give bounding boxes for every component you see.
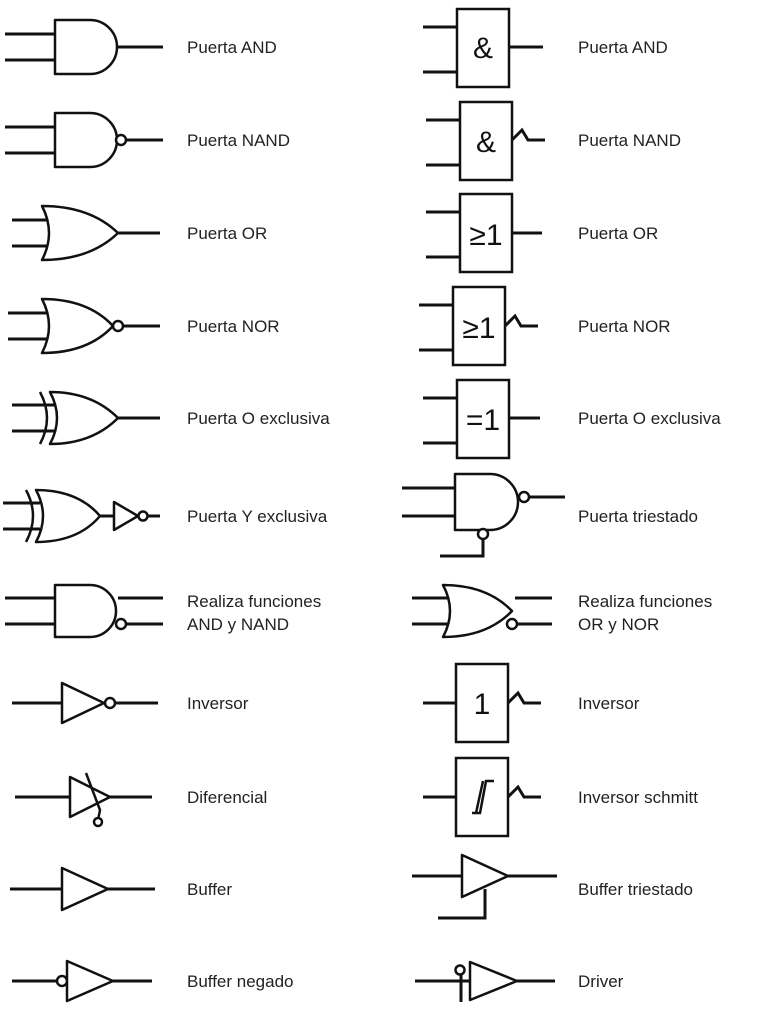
iec-nor-gate-symbol: ≥1 — [419, 285, 538, 367]
label-or-nor-line2: OR y NOR — [578, 615, 659, 634]
inverter-symbol — [12, 681, 158, 725]
label-or-nor-line1: Realiza funciones — [578, 592, 712, 611]
driver-symbol — [415, 960, 555, 1002]
or-nor-gate-symbol — [412, 583, 552, 639]
iec-nand-gate-symbol: & — [426, 100, 545, 182]
label-xnor: Puerta Y exclusiva — [187, 507, 328, 526]
and-nand-gate-symbol — [5, 583, 163, 639]
label-and-nand-line1: Realiza funciones — [187, 592, 321, 611]
negated-buffer-symbol — [12, 959, 152, 1003]
iec-inverter-symbol: 1 — [423, 662, 541, 744]
tristate-buffer-symbol — [412, 853, 557, 920]
label-xor: Puerta O exclusiva — [187, 409, 330, 428]
xor-box-text: =1 — [466, 404, 500, 437]
and-box-text: & — [473, 32, 493, 65]
label-and-nand-line2: AND y NAND — [187, 615, 289, 634]
iec-xor-gate-symbol: =1 — [423, 378, 540, 460]
tristate-nand-symbol — [402, 472, 565, 558]
buffer-symbol — [10, 866, 155, 912]
label-nand: Puerta NAND — [187, 131, 290, 150]
xnor-gate-symbol — [3, 488, 160, 544]
label-tristate-nand: Puerta triestado — [578, 507, 698, 526]
label-differential: Diferencial — [187, 788, 267, 807]
or-box-text: ≥1 — [469, 219, 502, 252]
label-tristate-buffer: Buffer triestado — [578, 880, 693, 899]
nand-gate-symbol — [5, 111, 163, 169]
label-nor: Puerta NOR — [187, 317, 280, 336]
xor-gate-symbol — [12, 390, 160, 446]
nor-gate-symbol — [8, 297, 160, 355]
label-iec-and: Puerta AND — [578, 38, 668, 57]
right-labels: Puerta AND Puerta NAND Puerta OR Puerta … — [578, 38, 721, 991]
iec-or-gate-symbol: ≥1 — [426, 192, 542, 274]
label-driver: Driver — [578, 972, 624, 991]
label-iec-xor: Puerta O exclusiva — [578, 409, 721, 428]
label-iec-or: Puerta OR — [578, 224, 658, 243]
iec-and-gate-symbol: & — [423, 7, 543, 89]
label-iec-nand: Puerta NAND — [578, 131, 681, 150]
label-inverter: Inversor — [187, 694, 249, 713]
label-negated-buffer: Buffer negado — [187, 972, 294, 991]
label-iec-nor: Puerta NOR — [578, 317, 671, 336]
and-gate-symbol — [5, 18, 163, 76]
label-and: Puerta AND — [187, 38, 277, 57]
iec-schmitt-inverter-symbol — [423, 756, 541, 838]
or-gate-symbol — [12, 204, 160, 262]
label-buffer: Buffer — [187, 880, 232, 899]
nor-box-text: ≥1 — [462, 312, 495, 345]
left-labels: Puerta AND Puerta NAND Puerta OR Puerta … — [187, 38, 330, 991]
differential-symbol — [15, 772, 152, 828]
label-or: Puerta OR — [187, 224, 267, 243]
schmitt-hysteresis-icon — [472, 779, 494, 815]
nand-box-text: & — [476, 126, 496, 159]
inverter-box-text: 1 — [474, 688, 491, 721]
label-schmitt-inverter: Inversor schmitt — [578, 788, 698, 807]
label-iec-inverter: Inversor — [578, 694, 640, 713]
